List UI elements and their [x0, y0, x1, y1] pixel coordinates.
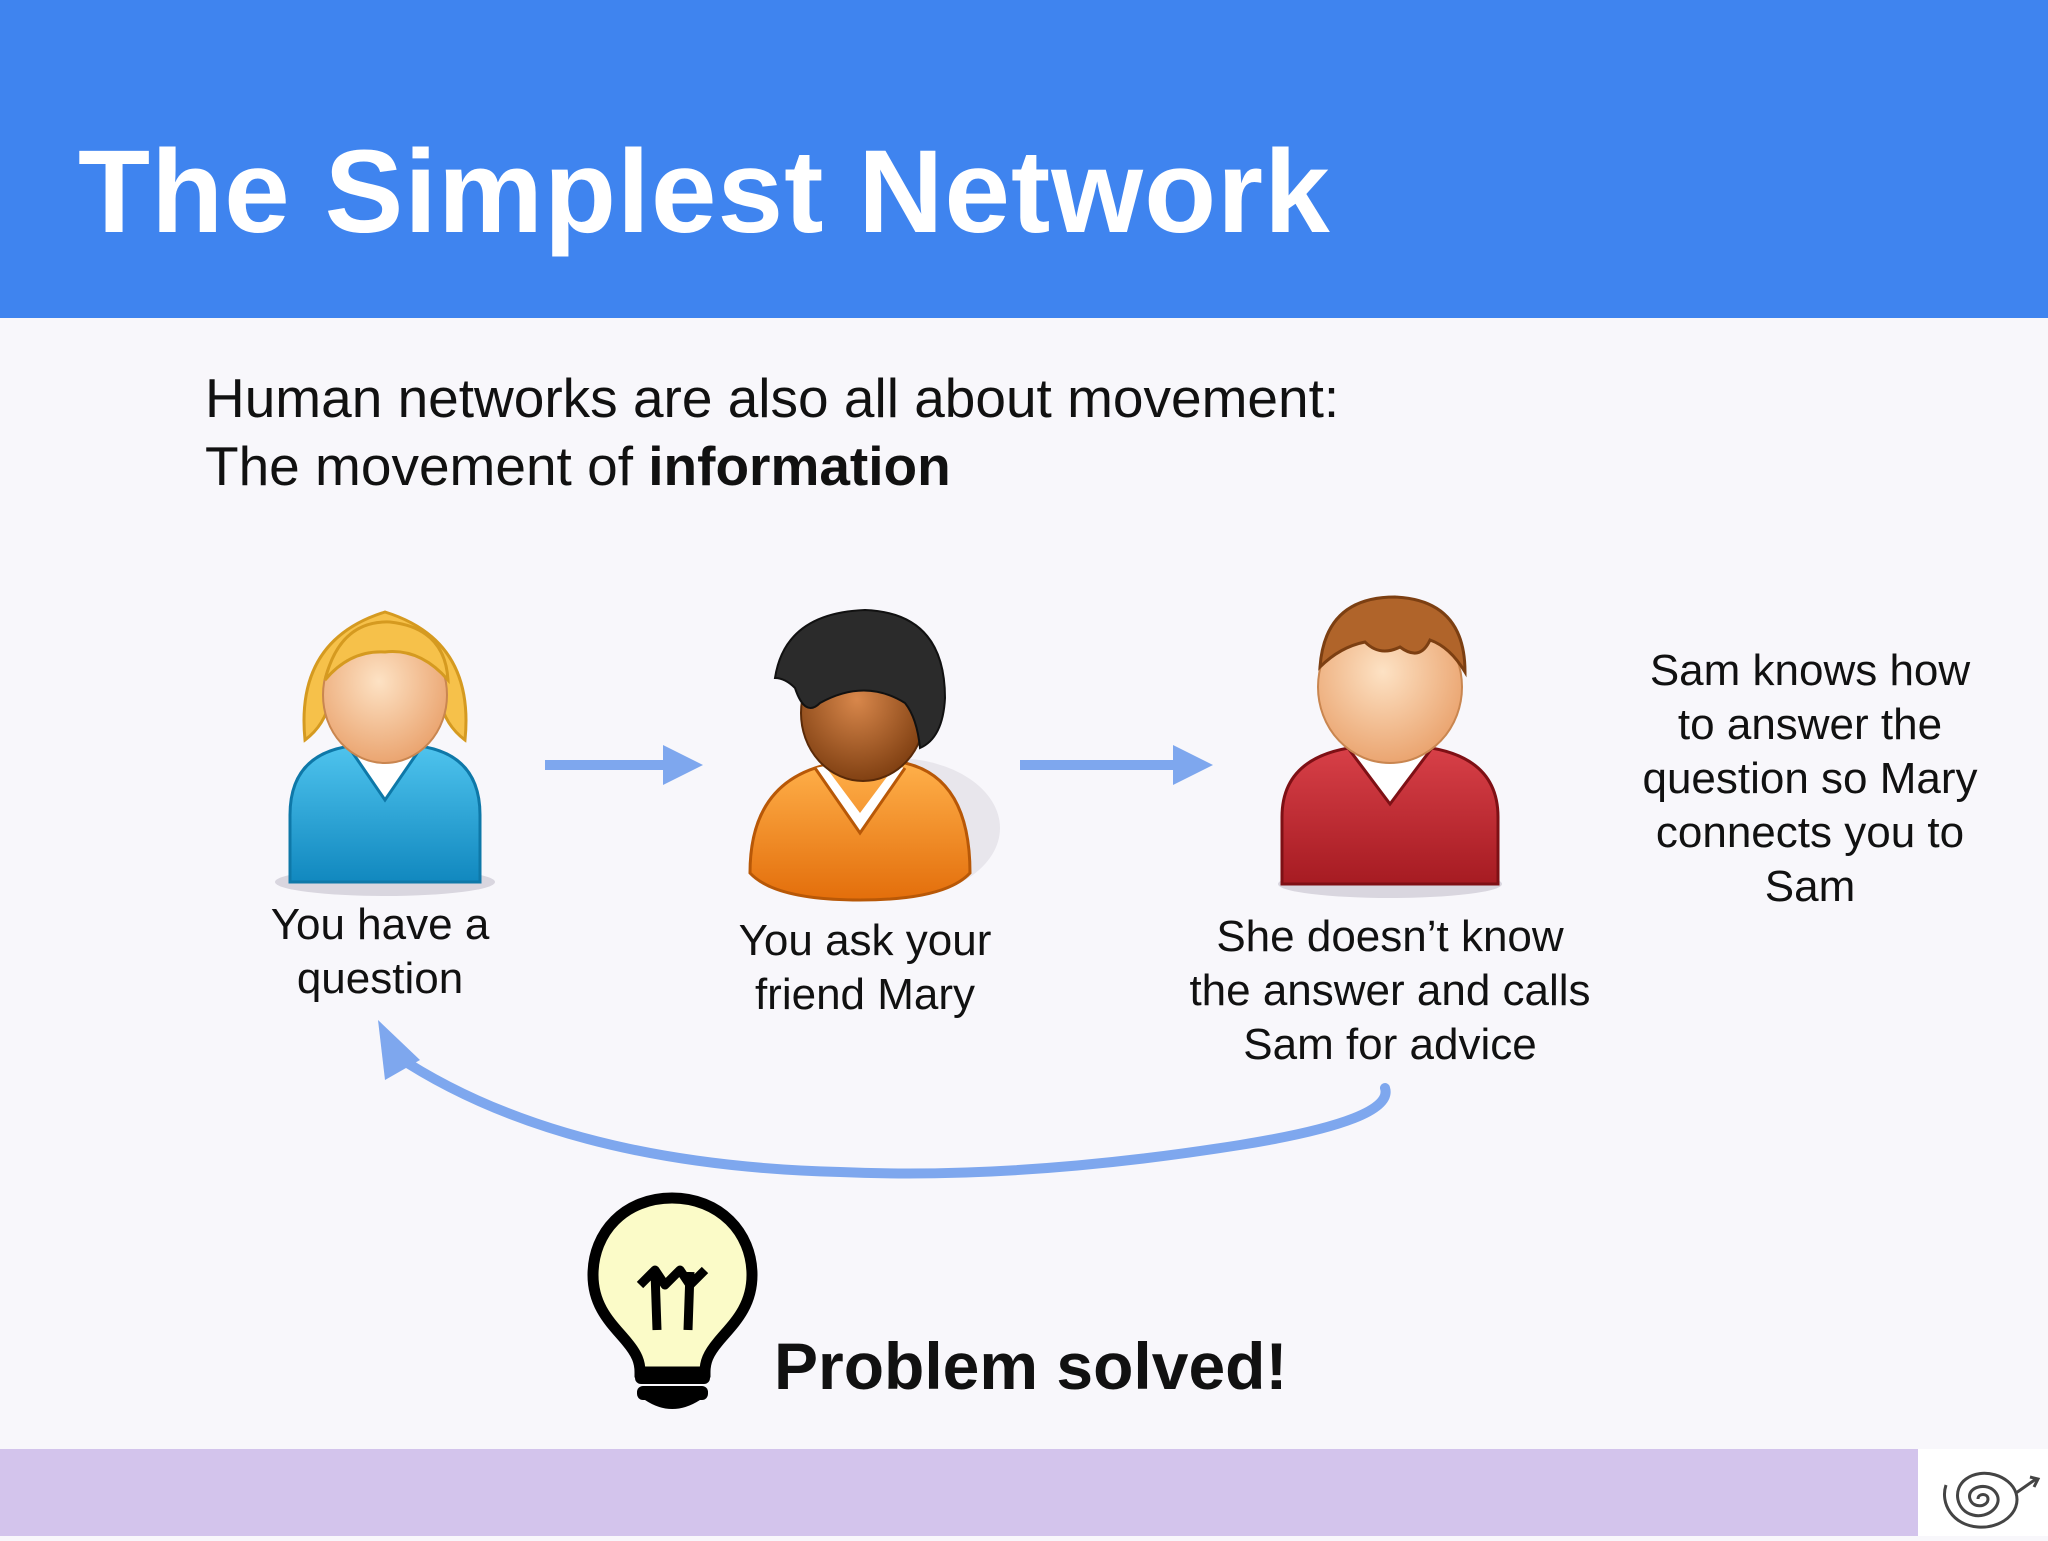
footer-bar [0, 1449, 1918, 1536]
intro-keyword: information [648, 435, 951, 497]
conclusion-text: Problem solved! [774, 1329, 1288, 1403]
label-sam-line-1: She doesn’t know [1216, 912, 1564, 961]
arrow-you-to-mary [545, 745, 703, 785]
label-sam: She doesn’t know the answer and calls Sa… [1150, 910, 1630, 1072]
lightbulb-icon [587, 1192, 758, 1409]
logo-box [1918, 1449, 2048, 1536]
sam-note-line-4: connects you to [1655, 808, 1965, 857]
sam-note-line-3: question so Mary [1642, 754, 1978, 803]
sam-note: Sam knows how to answer the question so … [1620, 644, 2000, 914]
person-mary-icon [748, 608, 1000, 902]
label-sam-line-3: Sam for advice [1243, 1020, 1537, 1069]
label-mary-line-1: You ask your [738, 916, 992, 965]
intro-line-2-prefix: The movement of [205, 435, 649, 497]
label-you-line-2: question [296, 954, 464, 1003]
person-sam-icon [1278, 595, 1502, 898]
title-banner: The Simplest Network [0, 0, 2048, 318]
person-you-icon [275, 610, 495, 896]
label-you: You have a question [240, 898, 520, 1006]
label-mary-line-2: friend Mary [754, 970, 976, 1019]
slide-title: The Simplest Network [78, 126, 1331, 258]
sam-note-line-1: Sam knows how [1649, 646, 1971, 695]
label-sam-line-2: the answer and calls [1189, 966, 1591, 1015]
intro-line-2: The movement of information [205, 432, 1339, 500]
intro-line-1: Human networks are also all about moveme… [205, 367, 1340, 429]
intro-text: Human networks are also all about moveme… [205, 364, 1339, 500]
sam-note-line-2: to answer the [1677, 700, 1943, 749]
label-mary: You ask your friend Mary [700, 914, 1030, 1022]
arrow-mary-to-sam [1020, 745, 1213, 785]
label-you-line-1: You have a [270, 900, 490, 949]
sam-note-line-5: Sam [1764, 862, 1856, 911]
spiral-logo-icon [1943, 1471, 2041, 1529]
